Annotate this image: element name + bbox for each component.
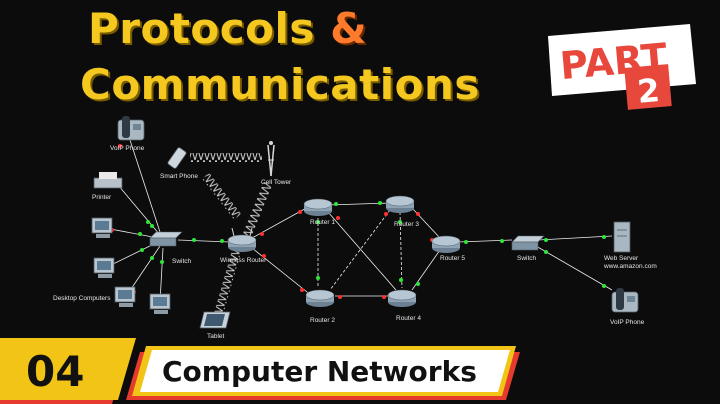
link-light bbox=[602, 284, 606, 288]
label-web-server: Web Server bbox=[604, 255, 639, 262]
link-light bbox=[192, 238, 196, 242]
link-r3-r2 bbox=[329, 209, 391, 291]
link-light bbox=[398, 220, 402, 224]
link-light bbox=[316, 220, 320, 224]
link-light bbox=[416, 212, 420, 216]
label-router-2: Router 2 bbox=[310, 317, 335, 324]
episode-badge bbox=[0, 338, 136, 400]
label-tablet: Tablet bbox=[207, 333, 225, 340]
label-desktop-computers: Desktop Computers bbox=[53, 295, 111, 302]
link-light bbox=[150, 224, 154, 228]
part-number: 2 bbox=[636, 71, 661, 111]
devices bbox=[91, 116, 639, 329]
link-switch-webserver bbox=[537, 235, 613, 241]
link-light bbox=[338, 295, 342, 299]
link-light bbox=[544, 238, 548, 242]
label-router-3: Router 3 bbox=[394, 221, 419, 228]
desktop-computer-icon bbox=[93, 257, 115, 278]
link-light bbox=[602, 235, 606, 239]
desktop-computer-icon bbox=[91, 217, 113, 238]
label-cell-tower: Cell Tower bbox=[261, 179, 292, 186]
voip-phone-right-icon bbox=[611, 288, 639, 313]
link-light bbox=[298, 210, 302, 214]
link-light bbox=[140, 248, 144, 252]
link-light bbox=[336, 216, 340, 220]
series-name: Computer Networks bbox=[162, 355, 477, 388]
router-4-icon bbox=[387, 289, 417, 307]
link-light bbox=[464, 240, 468, 244]
label-switch-right: Switch bbox=[517, 255, 537, 262]
link-light bbox=[160, 260, 164, 264]
label-switch-left: Switch bbox=[172, 258, 192, 265]
episode-number: 04 bbox=[26, 347, 84, 396]
crossover-links bbox=[317, 209, 403, 291]
switch-left-icon bbox=[149, 231, 183, 247]
label-smart-phone: Smart Phone bbox=[160, 173, 198, 180]
link-light bbox=[416, 282, 420, 286]
wireless-link-phone-router bbox=[202, 173, 242, 220]
link-light bbox=[382, 295, 386, 299]
desktop-computer-icon bbox=[114, 286, 136, 307]
link-lights bbox=[108, 144, 606, 299]
label-router-4: Router 4 bbox=[396, 315, 421, 322]
part-badge: PART 2 bbox=[548, 24, 696, 111]
wireless-link-tower-router bbox=[238, 181, 272, 247]
link-light bbox=[146, 220, 150, 224]
title-word-protocols: Protocols bbox=[88, 4, 315, 53]
tablet-icon bbox=[199, 311, 231, 329]
link-light bbox=[316, 276, 320, 280]
label-printer: Printer bbox=[92, 194, 112, 201]
link-light bbox=[399, 278, 403, 282]
wired-links bbox=[104, 139, 613, 303]
printer-icon bbox=[93, 172, 123, 189]
switch-right-icon bbox=[511, 235, 545, 251]
label-wireless-router: Wireless Router bbox=[220, 257, 267, 264]
router-5-icon bbox=[431, 235, 461, 253]
link-light bbox=[150, 256, 154, 260]
label-voip-phone-right: VoIP Phone bbox=[610, 319, 645, 326]
link-light bbox=[378, 201, 382, 205]
link-switch-voip bbox=[535, 245, 613, 291]
wireless-link-phone-tower bbox=[190, 153, 262, 162]
web-server-icon bbox=[613, 221, 631, 253]
cell-tower-icon bbox=[267, 141, 275, 177]
link-light bbox=[544, 250, 548, 254]
link-light bbox=[262, 254, 266, 258]
series-banner-inner bbox=[140, 350, 510, 392]
label-router-5: Router 5 bbox=[440, 255, 465, 262]
link-light bbox=[220, 239, 224, 243]
wireless-link-tablet-router bbox=[212, 250, 241, 322]
link-printer-switch bbox=[117, 184, 161, 236]
part-number-box bbox=[624, 64, 672, 110]
link-r1-r4 bbox=[327, 211, 397, 291]
label-router-1: Router 1 bbox=[310, 219, 335, 226]
device-labels: VoIP Phone Smart Phone Cell Tower Printe… bbox=[53, 145, 657, 340]
link-light bbox=[500, 239, 504, 243]
link-light bbox=[138, 232, 142, 236]
link-light bbox=[300, 288, 304, 292]
smart-phone-icon bbox=[167, 147, 187, 169]
wireless-router-icon bbox=[227, 227, 257, 252]
desktop-computer-icon bbox=[149, 293, 171, 314]
router-2-icon bbox=[305, 289, 335, 307]
link-light bbox=[260, 232, 264, 236]
router-3-icon bbox=[385, 195, 415, 213]
link-light bbox=[334, 202, 338, 206]
title-line-2: Communications bbox=[80, 60, 480, 109]
link-r3-r4 bbox=[399, 211, 403, 289]
link-light bbox=[384, 212, 388, 216]
wireless-links bbox=[190, 153, 272, 322]
title-ampersand: & bbox=[330, 4, 368, 53]
link-voip-switch bbox=[129, 139, 161, 233]
label-voip-phone-left: VoIP Phone bbox=[110, 145, 145, 152]
link-pc4-switch bbox=[159, 247, 164, 303]
link-light bbox=[118, 144, 122, 148]
label-web-server-url: www.amazon.com bbox=[603, 263, 657, 270]
router-1-icon bbox=[303, 198, 333, 216]
footer-banner: 04 Computer Networks bbox=[0, 338, 520, 404]
title-line-1: Protocols & bbox=[88, 4, 367, 53]
voip-phone-left-icon bbox=[117, 116, 145, 141]
